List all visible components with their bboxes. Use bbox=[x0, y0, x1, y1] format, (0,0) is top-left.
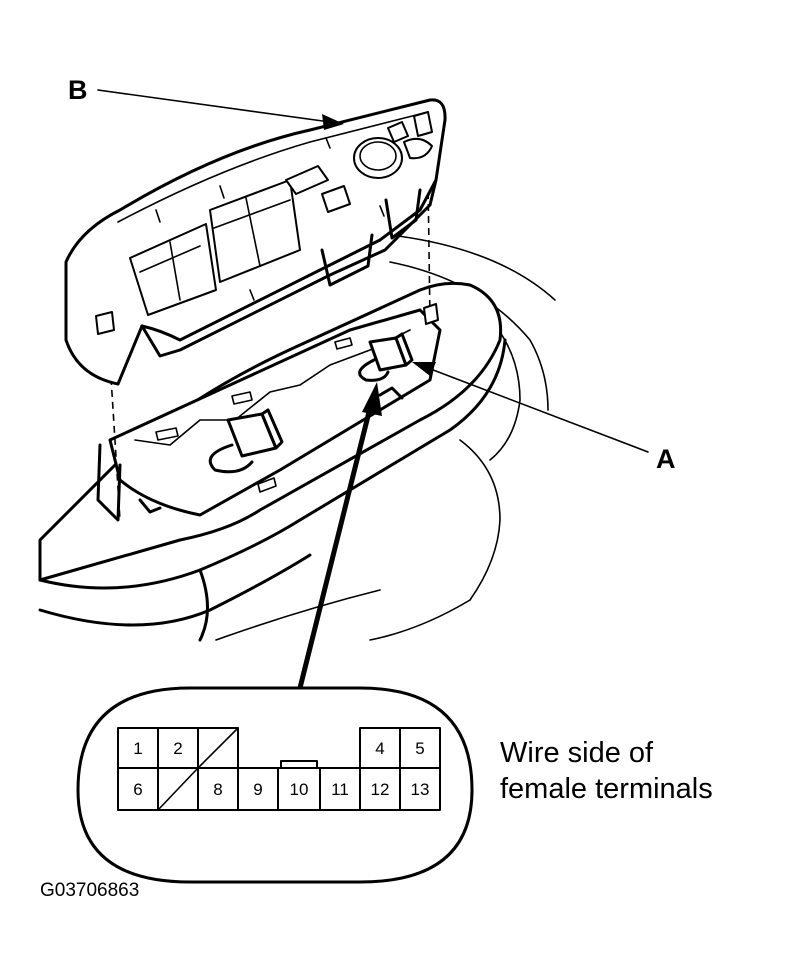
callout-a: A bbox=[412, 362, 676, 474]
harness-connector-left bbox=[208, 408, 284, 474]
pin-11: 11 bbox=[331, 780, 349, 799]
pin-4: 4 bbox=[375, 739, 384, 758]
pin-10: 10 bbox=[290, 780, 309, 799]
window-switch-panel bbox=[64, 98, 447, 386]
pin-13: 13 bbox=[411, 780, 430, 799]
pin-2: 2 bbox=[173, 739, 182, 758]
caption-line-1: Wire side of bbox=[500, 737, 654, 769]
caption-line-2: female terminals bbox=[500, 773, 713, 805]
pin-1: 1 bbox=[133, 739, 142, 758]
figure-id: G03706863 bbox=[40, 880, 139, 901]
pin-6: 6 bbox=[133, 780, 142, 799]
callout-b: B bbox=[68, 75, 344, 130]
pin-5: 5 bbox=[415, 739, 424, 758]
alignment-dashes bbox=[107, 179, 431, 521]
pin-8: 8 bbox=[213, 780, 222, 799]
callout-a-label: A bbox=[656, 444, 676, 474]
connector-view-arrow bbox=[297, 382, 382, 689]
callout-b-label: B bbox=[68, 75, 88, 105]
pin-12: 12 bbox=[371, 780, 390, 799]
harness-connector-a bbox=[358, 332, 414, 382]
pin-9: 9 bbox=[253, 780, 262, 799]
connector-face-view: 1 2 4 5 6 8 9 10 11 12 13 bbox=[76, 686, 474, 884]
